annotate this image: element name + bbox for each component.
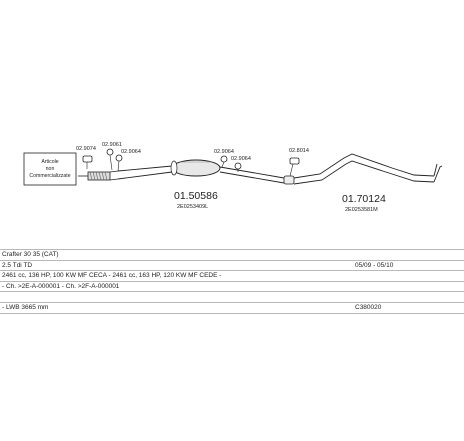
- note-line-2: non: [46, 166, 55, 172]
- rear-silencer-oe: 2E0253581M: [345, 207, 378, 213]
- hanger-3-icon: [220, 155, 228, 168]
- hanger-1-icon: [106, 148, 114, 171]
- engine-text: 2.5 Tdi TD: [2, 261, 33, 269]
- middle-silencer: [170, 159, 221, 177]
- part-label-clamp-1: 02.9074: [76, 146, 96, 152]
- front-pipe: [117, 165, 173, 180]
- middle-silencer-oe: 2E0253409L: [177, 204, 208, 210]
- clamp-2-icon: [289, 157, 300, 177]
- part-label-hanger-2: 02.9064: [121, 149, 141, 155]
- hanger-4-icon: [234, 162, 242, 172]
- part-label-hanger-3: 02.9064: [214, 149, 234, 155]
- clamp-1-icon: [82, 155, 93, 169]
- hanger-2-icon: [115, 154, 123, 172]
- clamp-sleeve: [283, 175, 295, 185]
- part-label-hanger-1: 02.9061: [102, 142, 122, 148]
- intermediate-pipe: [219, 166, 285, 184]
- note-box: [23, 152, 77, 186]
- rear-silencer: [293, 153, 443, 185]
- info-row-chassis: - Ch. >2E-A-000001 - Ch. >2F-A-000001: [0, 282, 464, 292]
- info-row-specs: 2461 cc, 136 HP, 100 KW MF CECA - 2461 c…: [0, 271, 464, 282]
- part-label-hanger-4: 02.9064: [231, 156, 251, 162]
- note-line-3: Commercializzate: [29, 173, 70, 179]
- model-text: Crafter 30 35 (CAT): [2, 251, 59, 258]
- front-flex-pipe: [78, 170, 119, 181]
- info-row-engine: 2.5 Tdi TD 05/09 - 05/10: [0, 261, 464, 271]
- part-label-clamp-2: 02.8014: [289, 148, 309, 154]
- middle-silencer-number: 01.50586: [174, 190, 218, 202]
- production-date: 05/09 - 05/10: [355, 261, 394, 269]
- rear-silencer-number: 01.70124: [342, 193, 386, 205]
- note-line-1: Articole: [41, 159, 58, 165]
- wheelbase-text: - LWB 3665 mm: [2, 304, 49, 311]
- info-row-wheelbase: - LWB 3665 mm C380020: [0, 303, 464, 314]
- kit-code: C380020: [355, 304, 382, 311]
- info-row-model: Crafter 30 35 (CAT): [0, 249, 464, 261]
- vehicle-info-table: Crafter 30 35 (CAT) 2.5 Tdi TD 05/09 - 0…: [0, 249, 464, 314]
- engine-specs-text: 2461 cc, 136 HP, 100 KW MF CECA - 2461 c…: [2, 272, 222, 279]
- info-row-empty: [0, 292, 464, 303]
- exhaust-system-diagram: Articole non Commercializzate: [23, 142, 443, 213]
- chassis-text: - Ch. >2E-A-000001 - Ch. >2F-A-000001: [2, 282, 120, 290]
